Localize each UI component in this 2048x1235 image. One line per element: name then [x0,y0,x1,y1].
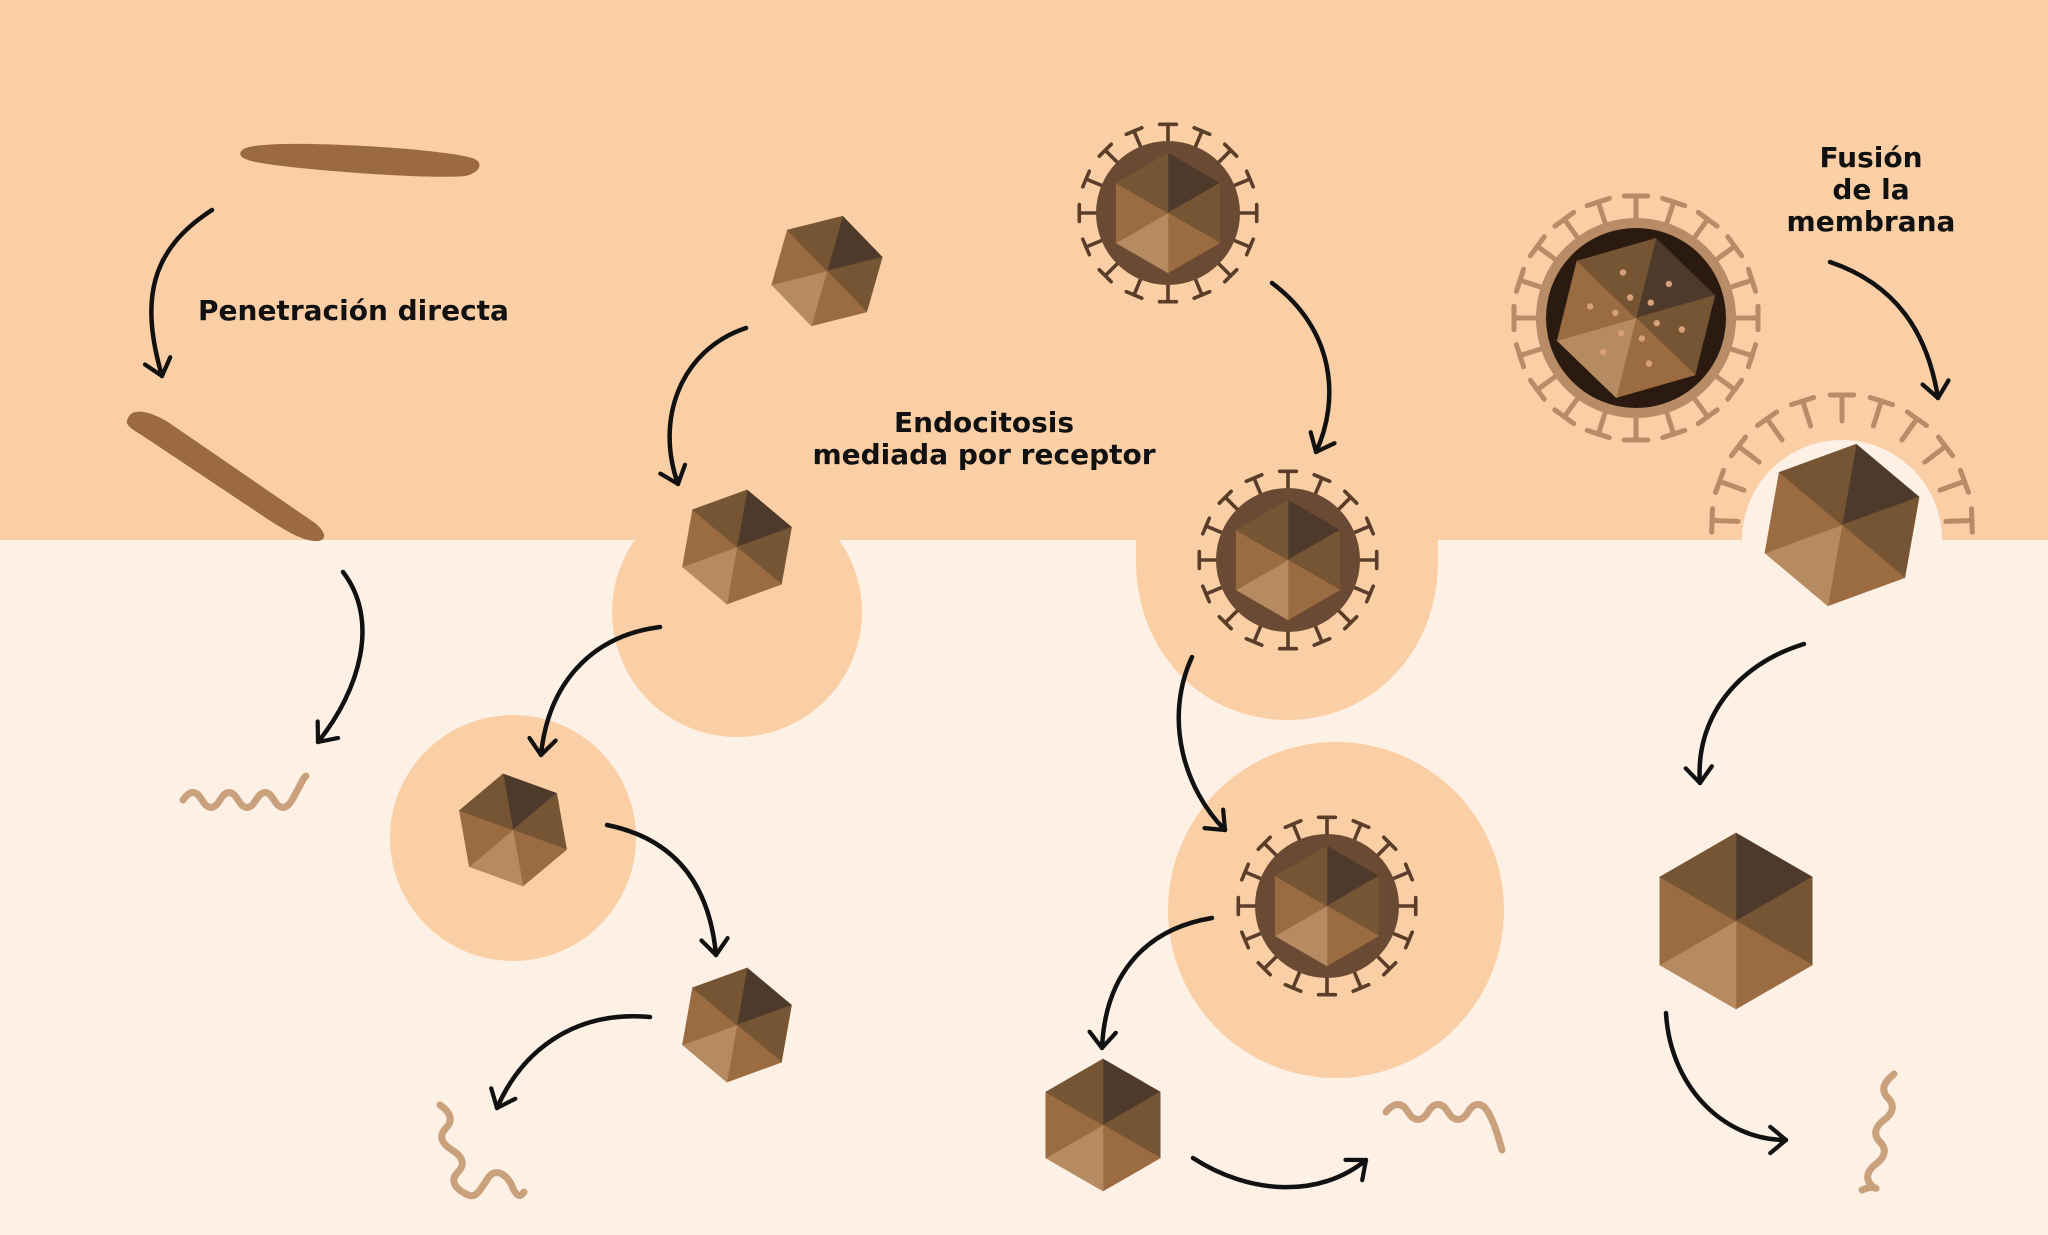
enveloped-virus-icon [1197,469,1379,651]
icosahedral-capsid-icon [681,489,793,605]
enveloped-virus-icon [1077,122,1259,304]
rod-virus-icon [126,411,325,542]
enveloped-virus-icon [1236,815,1418,997]
curved-arrow-icon [527,624,663,758]
curved-arrow-icon [1176,654,1228,833]
rod-virus-icon [240,143,480,177]
curved-arrow-icon [315,569,365,745]
icosahedral-capsid-icon [458,773,568,887]
curved-arrow-icon [1190,1155,1369,1190]
endosome-vesicle-entry [612,487,862,737]
label-direct-penetration: Penetración directa [198,294,509,327]
curved-arrow-icon [658,325,749,487]
arrows [142,207,1951,1190]
viral-genome-icon [179,772,310,811]
label-fusion-line3: membrana [1787,205,1956,238]
label-endocytosis-line2: mediada por receptor [812,438,1155,471]
curved-arrow-icon [489,1014,653,1111]
curved-arrow-icon [1087,915,1215,1051]
viral-genome-icon [1382,1101,1506,1154]
icosahedral-capsid-icon [1659,832,1813,1010]
icosahedral-capsid-icon [681,967,793,1083]
capsid-layer [458,122,1975,1192]
enveloped-virus-icon [1511,193,1761,443]
curved-arrow-icon [1827,259,1951,401]
label-fusion-line2: de la [1832,173,1909,206]
curved-arrow-icon [604,822,730,958]
label-endocytosis-line1: Endocitosis [894,406,1074,439]
icosahedral-capsid-icon [771,215,883,327]
curved-arrow-icon [142,207,215,379]
viral-genome-icon [1858,1070,1898,1194]
label-fusion-line1: Fusión [1819,141,1922,174]
viral-genome-icon [436,1101,528,1200]
enveloped-virus-icon [1709,392,1975,607]
icosahedral-capsid-icon [1045,1058,1161,1192]
curved-arrow-icon [1269,280,1337,455]
curved-arrow-icon [1663,1010,1789,1156]
curved-arrow-icon [1683,641,1807,786]
